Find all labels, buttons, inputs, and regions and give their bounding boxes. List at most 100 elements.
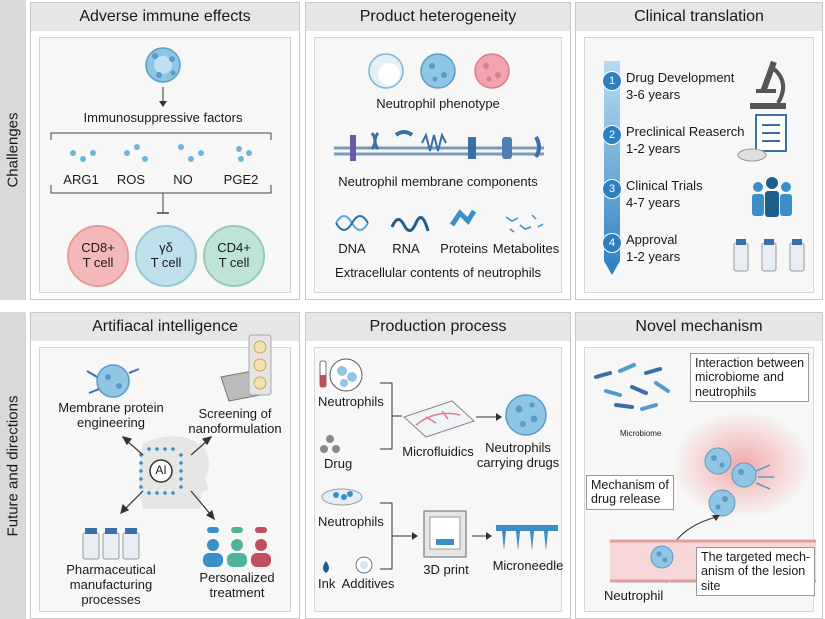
metabolites-label: Metabolites xyxy=(492,241,560,256)
phenotype-label: Neutrophil phenotype xyxy=(376,96,500,111)
factor-bracket xyxy=(50,132,272,140)
step-name: Preclinical Reaserch xyxy=(626,124,745,139)
petri-dish-icon xyxy=(737,148,767,162)
clipboard-icon xyxy=(755,114,787,152)
ai-diagram xyxy=(82,334,272,567)
neutrophil-label: Neutrophil xyxy=(604,588,664,603)
ai-arrows xyxy=(120,436,215,521)
step-years: 1-2 years xyxy=(626,249,681,264)
step-name: Clinical Trials xyxy=(626,178,703,193)
clinical-timeline xyxy=(604,60,805,275)
ai-head-icon xyxy=(139,436,209,509)
step-number-badge: 2 xyxy=(602,125,622,145)
pge2-label: PGE2 xyxy=(223,172,259,187)
rna-icon xyxy=(390,216,430,232)
drug-icon xyxy=(320,435,340,453)
production-diagram xyxy=(319,358,558,574)
panel-title: Artifiacal intelligence xyxy=(31,313,299,341)
cd4-t-cell: CD4+T cell xyxy=(203,225,265,287)
rna-label: RNA xyxy=(392,241,420,256)
step-number-badge: 3 xyxy=(602,179,622,199)
microbiome-icon xyxy=(594,363,670,411)
blue-neutrophil-icon xyxy=(420,53,456,89)
extracellular-label: Extracellular contents of neutrophils xyxy=(335,265,541,280)
drug-label: Drug xyxy=(324,456,353,471)
vials-icon xyxy=(733,239,805,272)
row-label-future: Future and directions xyxy=(0,312,26,619)
neutrophil-magnify-icon xyxy=(329,358,363,392)
neutrophils-bottom-label: Neutrophils xyxy=(318,514,384,529)
drug-loaded-neutrophil-icon xyxy=(505,394,547,436)
pharma-vials-icon xyxy=(82,528,140,560)
people-icon xyxy=(752,177,792,217)
engineered-neutrophil-icon xyxy=(86,364,140,398)
neutrophils-label: Neutrophils xyxy=(318,394,384,409)
microneedle-icon xyxy=(496,525,558,551)
blood-tube-icon xyxy=(319,360,327,388)
microfluidics-label: Microfluidics xyxy=(402,444,474,459)
proteins-label: Proteins xyxy=(440,241,488,256)
ai-center-label: AI xyxy=(155,463,167,477)
microscope-icon xyxy=(750,60,786,109)
dna-label: DNA xyxy=(338,241,366,256)
vessel-neutrophil-icon xyxy=(650,545,674,569)
adverse-diagram xyxy=(50,47,272,214)
microneedle-label: Microneedle xyxy=(492,558,564,573)
dna-icon xyxy=(335,215,369,231)
ros-label: ROS xyxy=(116,172,146,187)
well-plate-icon xyxy=(220,334,272,402)
3d-print-label: 3D print xyxy=(423,562,469,577)
pink-neutrophil-icon xyxy=(474,53,510,89)
panel-novel-mechanism: Novel mechanism xyxy=(575,312,823,619)
panel-artificial-intelligence: Artifiacal intelligence xyxy=(30,312,300,619)
panel-production-process: Production process xyxy=(305,312,571,619)
panel-title: Adverse immune effects xyxy=(31,3,299,31)
factor-dots-icon xyxy=(70,144,252,162)
panel-title: Novel mechanism xyxy=(576,313,822,341)
step-number-badge: 1 xyxy=(602,71,622,91)
ink-label: Ink xyxy=(318,576,336,591)
immunosuppressive-factors-label: Immunosuppressive factors xyxy=(83,110,243,125)
additives-label: Additives xyxy=(341,576,395,591)
step-years: 3-6 years xyxy=(626,87,681,102)
row-label-challenges: Challenges xyxy=(0,0,26,300)
panel-product-heterogeneity: Product heterogeneity xyxy=(305,2,571,300)
panel-title: Production process xyxy=(306,313,570,341)
culture-dish-icon xyxy=(321,488,363,506)
step-years: 4-7 years xyxy=(626,195,681,210)
step-years: 1-2 years xyxy=(626,141,681,156)
panel-title: Product heterogeneity xyxy=(306,3,570,31)
membrane-icon xyxy=(334,130,544,161)
proteins-icon xyxy=(449,209,477,227)
panel-clinical-translation: Clinical translation xyxy=(575,2,823,300)
patients-icon xyxy=(203,527,271,567)
timeline-arrow xyxy=(604,61,620,275)
microbiome-label: Microbiome xyxy=(620,429,662,438)
cd8-t-cell: CD8+T cell xyxy=(67,225,129,287)
panel-title: Clinical translation xyxy=(576,3,822,31)
arg1-label: ARG1 xyxy=(63,172,99,187)
no-label: NO xyxy=(173,172,193,187)
lesion-neutrophils-icon xyxy=(704,447,774,517)
panel-adverse-immune-effects: Adverse immune effects Immunosuppressive… xyxy=(30,2,300,300)
ink-drop-icon xyxy=(323,561,329,573)
3d-printer-icon xyxy=(423,510,467,558)
membrane-components-label: Neutrophil membrane components xyxy=(338,174,538,189)
microfluidics-chip-icon xyxy=(403,400,475,438)
metabolites-icon xyxy=(505,214,544,233)
round-neutrophil-icon xyxy=(368,53,404,89)
neutrophil-icon xyxy=(145,47,181,83)
step-name: Approval xyxy=(626,232,678,247)
heterogeneity-diagram xyxy=(334,53,544,233)
step-number-badge: 4 xyxy=(602,233,622,253)
step-name: Drug Development xyxy=(626,70,735,85)
